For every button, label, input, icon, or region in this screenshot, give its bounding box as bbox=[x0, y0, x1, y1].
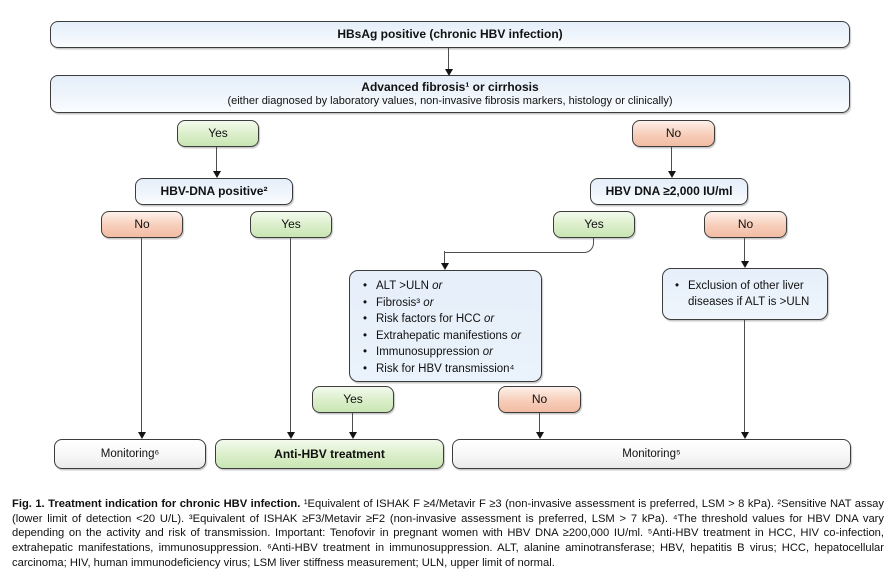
node-dna-positive-yes: Yes bbox=[250, 211, 332, 238]
node-hbv-dna-positive-label: HBV-DNA positive² bbox=[160, 184, 268, 198]
node-hbv-dna-2000: HBV DNA ≥2,000 IU/ml bbox=[590, 178, 748, 205]
node-dna-2000-no-label: No bbox=[737, 217, 754, 231]
bullet-icon: • bbox=[363, 296, 368, 309]
figure-caption-title: Fig. 1. Treatment indication for chronic… bbox=[12, 498, 301, 511]
bullet-icon: • bbox=[363, 280, 368, 292]
criteria-item: • Risk for HBV transmission⁴ bbox=[363, 361, 515, 378]
arrowhead-icon bbox=[668, 171, 676, 178]
arrowhead-icon bbox=[287, 432, 295, 439]
node-treatment-criteria: • ALT >ULN or • Fibrosis³ or • Risk fact… bbox=[349, 270, 542, 382]
bullet-icon: • bbox=[363, 329, 368, 342]
node-dna-2000-yes: Yes bbox=[553, 211, 635, 238]
node-dna-positive-no: No bbox=[101, 211, 183, 238]
connector-yes-to-treatment bbox=[290, 238, 291, 432]
node-dna-positive-no-label: No bbox=[134, 217, 150, 231]
connector-yes-to-dna-positive bbox=[216, 147, 217, 171]
criteria-item: • Risk factors for HCC or bbox=[363, 311, 494, 328]
node-monitoring-right-label: Monitoring⁵ bbox=[622, 447, 681, 460]
bullet-icon: • bbox=[363, 346, 368, 359]
connector-dna2000yes-elbow bbox=[445, 238, 594, 253]
node-monitoring-left: Monitoring⁶ bbox=[54, 439, 206, 469]
connector-no-to-exclusion bbox=[744, 238, 745, 261]
node-hbv-dna-2000-label: HBV DNA ≥2,000 IU/ml bbox=[605, 184, 733, 198]
criteria-item: • Fibrosis³ or bbox=[363, 295, 434, 312]
node-criteria-no-label: No bbox=[531, 392, 548, 406]
node-dna-positive-yes-label: Yes bbox=[281, 217, 301, 231]
node-monitoring-right: Monitoring⁵ bbox=[452, 439, 851, 469]
connector-criteriayes-to-treatment bbox=[352, 413, 353, 432]
node-exclusion-label: Exclusion of other liver diseases if ALT… bbox=[688, 280, 810, 308]
node-fibrosis-yes-label: Yes bbox=[208, 126, 228, 140]
criteria-item: • Immunosuppression or bbox=[363, 344, 493, 361]
node-fibrosis-no: No bbox=[632, 120, 715, 147]
criteria-item: • ALT >ULN or bbox=[363, 278, 442, 295]
arrowhead-icon bbox=[536, 432, 544, 439]
bullet-icon: • bbox=[363, 362, 368, 375]
node-advanced-fibrosis-subtitle: (either diagnosed by laboratory values, … bbox=[227, 94, 673, 107]
node-fibrosis-no-label: No bbox=[665, 126, 682, 140]
connector-no-to-dna-2000 bbox=[671, 147, 672, 171]
bullet-icon: • bbox=[363, 313, 368, 326]
arrowhead-icon bbox=[138, 432, 146, 439]
node-hbv-dna-positive: HBV-DNA positive² bbox=[135, 178, 293, 205]
connector-root-to-fibrosis bbox=[448, 48, 449, 69]
node-advanced-fibrosis: Advanced fibrosis¹ or cirrhosis (either … bbox=[50, 75, 850, 113]
node-advanced-fibrosis-title: Advanced fibrosis¹ or cirrhosis bbox=[361, 79, 539, 94]
node-criteria-no: No bbox=[498, 386, 581, 413]
arrowhead-icon bbox=[349, 432, 357, 439]
node-exclusion: • Exclusion of other liver diseases if A… bbox=[662, 268, 828, 320]
node-criteria-yes: Yes bbox=[312, 386, 394, 413]
connector-no-to-monitoring-left bbox=[141, 238, 142, 432]
node-fibrosis-yes: Yes bbox=[177, 120, 259, 147]
figure-caption-body: ¹Equivalent of ISHAK F ≥4/Metavir F ≥3 (… bbox=[12, 498, 884, 569]
bullet-icon: • bbox=[675, 280, 680, 292]
connector-exclusion-to-monitoring bbox=[744, 320, 745, 432]
node-hbsag-positive: HBsAg positive (chronic HBV infection) bbox=[50, 21, 850, 48]
node-anti-hbv-treatment-label: Anti-HBV treatment bbox=[274, 446, 385, 461]
arrowhead-icon bbox=[213, 171, 221, 178]
figure-caption: Fig. 1. Treatment indication for chronic… bbox=[12, 497, 884, 570]
node-hbsag-positive-label: HBsAg positive (chronic HBV infection) bbox=[337, 27, 563, 41]
node-criteria-yes-label: Yes bbox=[343, 392, 363, 406]
node-dna-2000-yes-label: Yes bbox=[584, 217, 604, 231]
arrowhead-icon bbox=[741, 432, 749, 439]
connector-criteriano-to-monitoring bbox=[539, 413, 540, 432]
arrowhead-icon bbox=[445, 69, 453, 76]
arrowhead-icon bbox=[441, 263, 449, 270]
node-anti-hbv-treatment: Anti-HBV treatment bbox=[215, 439, 444, 469]
arrowhead-icon bbox=[741, 261, 749, 268]
node-dna-2000-no: No bbox=[704, 211, 787, 238]
connector-elbow-to-criteria bbox=[444, 251, 445, 264]
node-monitoring-left-label: Monitoring⁶ bbox=[100, 447, 160, 460]
criteria-item: • Extrahepatic manifestions or bbox=[363, 328, 521, 345]
